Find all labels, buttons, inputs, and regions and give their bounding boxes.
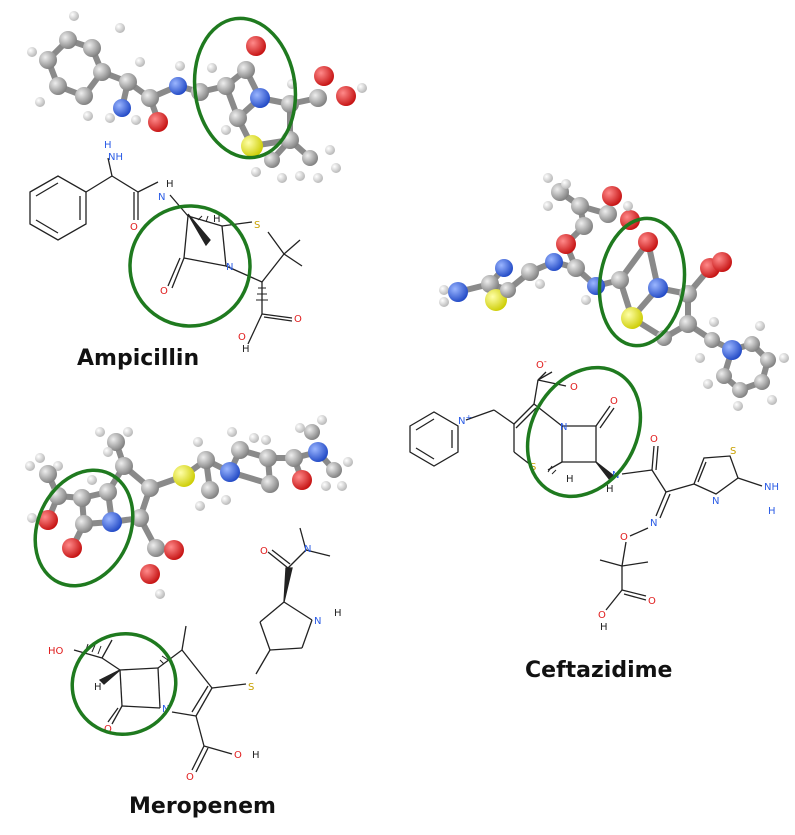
amp-amide-h: H [166,179,174,190]
cef-thiazole-s: S [730,446,736,457]
ceftazidime-2d-structure: O- O N+ N O S H N H O N O S N NH H O O H [409,357,779,633]
amp-amide-n: N [158,192,165,203]
amp-o-acid-h: H [242,344,250,355]
amp-ring-n: N [226,262,233,273]
amp-nh2: NH [108,152,123,163]
mer-o-lactam: O [104,724,112,735]
amp-o-lactam: O [160,286,168,297]
meropenem-3d-model [25,415,353,599]
amp-nh2-label: H [104,140,112,151]
mer-ho: HO [48,646,64,657]
ceftazidime-2d-highlight [525,365,643,499]
cef-s: S [530,462,536,473]
meropenem-3d-highlight [33,468,135,588]
mer-stereo-h: H [94,682,102,693]
mer-pyrrolidine-h: H [334,608,342,619]
cef-o-minus: O- [536,357,547,371]
mer-n-dimethyl: N [304,544,311,555]
mer-ring-n: N [162,704,169,715]
ampicillin-label: Ampicillin [77,346,200,371]
ampicillin-3d-model [27,11,367,183]
cef-pyridinium-n: N+ [458,413,472,427]
mer-o-acid1: O [234,750,242,761]
meropenem-2d-structure: HO H O N S O N N H O H O [48,527,342,783]
cef-o-acid1: O [648,596,656,607]
ampicillin-2d-structure: H NH H N O H S N O O O H [29,140,303,355]
ceftazidime-3d-highlight [597,216,687,348]
amp-stereo-h: H [213,214,221,225]
ceftazidime-label: Ceftazidime [525,658,673,683]
cef-stereo-h: H [566,474,574,485]
ampicillin-2d-highlight [128,204,252,328]
cef-oxime-n: N [650,518,657,529]
cef-o-acid2: O [598,610,606,621]
ceftazidime-3d-model [439,173,789,411]
cef-thiazole-n: N [712,496,719,507]
mer-o-amide: O [260,546,268,557]
meropenem-2d-highlight [70,632,178,736]
cef-o-carbox: O [570,382,578,393]
cef-nh2-h: H [768,506,776,517]
cef-oxime-o: O [620,532,628,543]
cef-ring-n: N [560,422,567,433]
ampicillin-3d-highlight [192,16,298,160]
cef-o-acid-h: H [600,622,608,633]
cef-o-lactam: O [610,396,618,407]
amp-o-amide: O [130,222,138,233]
cef-amide-h: H [606,484,614,495]
mer-pyrrolidine-n: N [314,616,321,627]
cef-o-amide: O [650,434,658,445]
mer-o-acid2: O [186,772,194,783]
meropenem-label: Meropenem [129,794,276,819]
amp-o-acid1: O [294,314,302,325]
mer-s: S [248,682,254,693]
cef-nh2: NH [764,482,779,493]
amp-s: S [254,220,260,231]
amp-o-acid2: O [238,332,246,343]
mer-o-acid-h: H [252,750,260,761]
